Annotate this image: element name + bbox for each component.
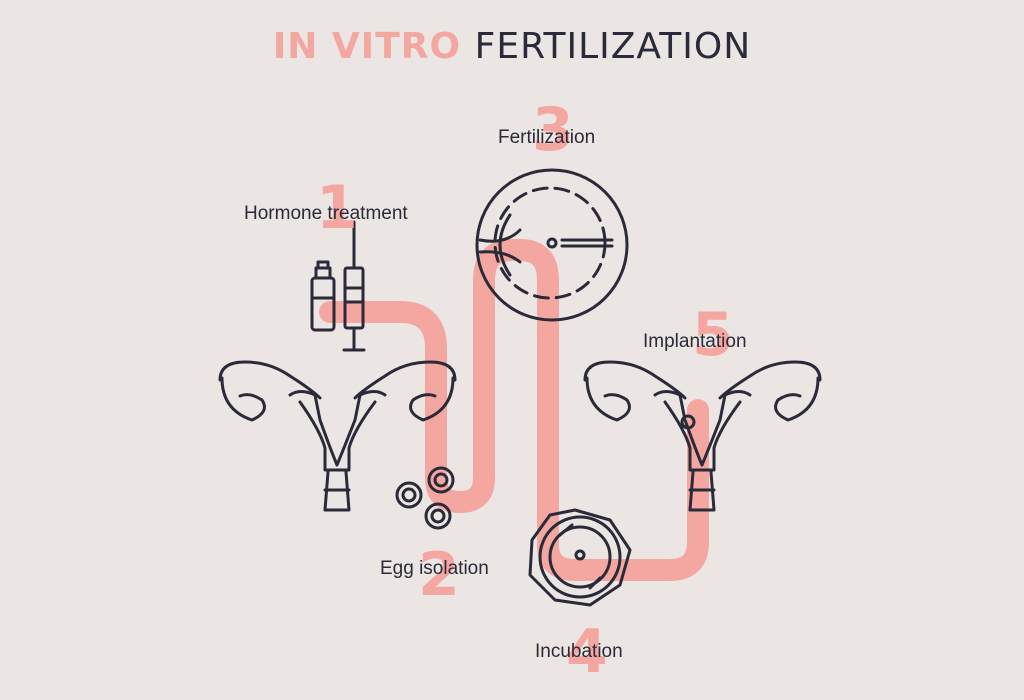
- step-4-number: 4: [566, 617, 608, 687]
- step-3-label: Fertilization: [498, 127, 596, 148]
- step-5-number: 5: [692, 300, 734, 370]
- step-1-label: Hormone treatment: [244, 203, 408, 224]
- uterus-icon-left: [218, 360, 457, 512]
- title-main: FERTILIZATION: [474, 26, 752, 67]
- diagram-title: IN VITRO FERTILIZATION: [0, 26, 1024, 67]
- step-3-number: 3: [532, 95, 574, 165]
- petri-dish-icon: [475, 168, 629, 322]
- step-5-label: Implantation: [643, 331, 747, 352]
- eggs-icon: [395, 466, 455, 530]
- title-accent: IN VITRO: [272, 26, 462, 67]
- process-path: [319, 239, 709, 581]
- step-4-label: Incubation: [535, 641, 623, 662]
- syringe-vial-icon: [310, 220, 366, 352]
- uterus-icon: [583, 360, 822, 512]
- step-2-label: Egg isolation: [380, 558, 489, 579]
- incubation-dish-icon: [528, 508, 632, 607]
- step-2-number: 2: [418, 540, 460, 610]
- step-1-number: 1: [316, 173, 358, 243]
